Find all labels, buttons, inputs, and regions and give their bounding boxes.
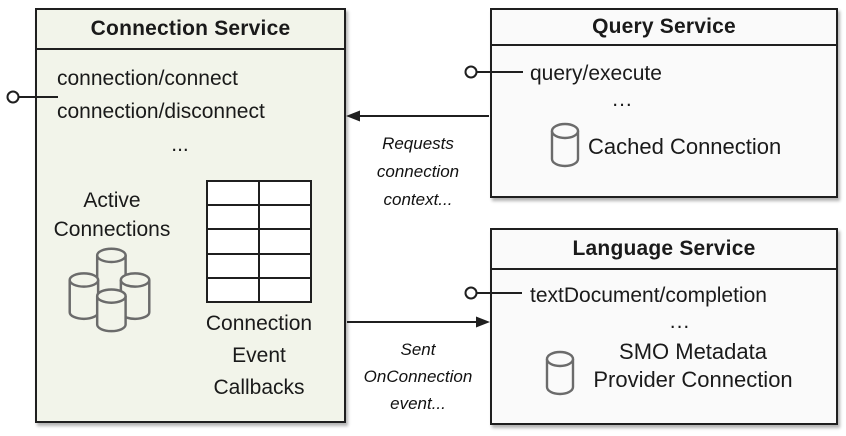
- language-service-title: Language Service: [492, 230, 836, 270]
- callback-table-cell: [208, 206, 258, 229]
- query-service-methods: query/execute ...: [530, 60, 715, 112]
- active-connections-line2: Connections: [53, 218, 171, 241]
- sent-arrow-label: Sent OnConnection event...: [348, 336, 488, 417]
- database-cluster-icon: [68, 247, 151, 333]
- method-connection-disconnect: connection/disconnect: [57, 100, 265, 123]
- smo-label-line1: SMO Metadata: [619, 339, 767, 364]
- callback-table-cell: [208, 182, 258, 205]
- callback-table-cell: [208, 230, 258, 253]
- connection-service-methods: connection/connect connection/disconnect…: [57, 62, 303, 161]
- cached-connection-label: Cached Connection: [588, 134, 782, 159]
- methods-ellipsis: ...: [171, 133, 189, 156]
- sent-arrow: [347, 316, 490, 328]
- callback-table-cell: [260, 230, 310, 253]
- callback-table-cell: [260, 278, 310, 301]
- requests-arrow-label: Requests connection context...: [348, 130, 488, 214]
- language-service-box: Language Service textDocument/completion…: [490, 228, 838, 425]
- callback-table-caption: Connection Event Callbacks: [181, 308, 337, 404]
- connection-service-box: Connection Service connection/connect co…: [35, 8, 346, 423]
- sent-label-line2: OnConnection: [363, 367, 473, 386]
- caption-line2: Event: [232, 344, 286, 367]
- smo-label-line2: Provider Connection: [593, 367, 793, 392]
- callback-table-cell: [208, 278, 258, 301]
- smo-metadata-label: SMO Metadata Provider Connection: [562, 338, 824, 394]
- language-service-methods: textDocument/completion ...: [530, 282, 830, 334]
- callback-table-cell: [208, 254, 258, 277]
- connection-service-title: Connection Service: [37, 10, 344, 50]
- requests-arrow: [346, 110, 489, 122]
- caption-line1: Connection: [205, 312, 313, 335]
- database-cylinder-icon: [545, 350, 575, 396]
- requests-label-line2: connection: [376, 162, 460, 181]
- requests-label-line1: Requests: [382, 134, 454, 153]
- methods-ellipsis: ...: [612, 88, 633, 111]
- caption-line3: Callbacks: [213, 376, 305, 399]
- active-connections-line1: Active: [83, 189, 141, 212]
- callback-table: [206, 180, 312, 303]
- callback-table-cell: [260, 206, 310, 229]
- methods-ellipsis: ...: [669, 310, 691, 333]
- query-service-title: Query Service: [492, 10, 836, 46]
- method-textdocument-completion: textDocument/completion: [530, 284, 767, 307]
- database-cylinder-icon: [550, 122, 580, 168]
- callback-table-cell: [260, 254, 310, 277]
- method-connection-connect: connection/connect: [57, 67, 238, 90]
- query-service-box: Query Service query/execute ... Cached C…: [490, 8, 838, 198]
- sent-label-line3: event...: [390, 394, 446, 413]
- method-query-execute: query/execute: [530, 62, 662, 85]
- callback-table-cell: [260, 182, 310, 205]
- requests-label-line3: context...: [383, 190, 453, 209]
- active-connections-label: Active Connections: [37, 186, 187, 244]
- sent-label-line1: Sent: [400, 340, 436, 359]
